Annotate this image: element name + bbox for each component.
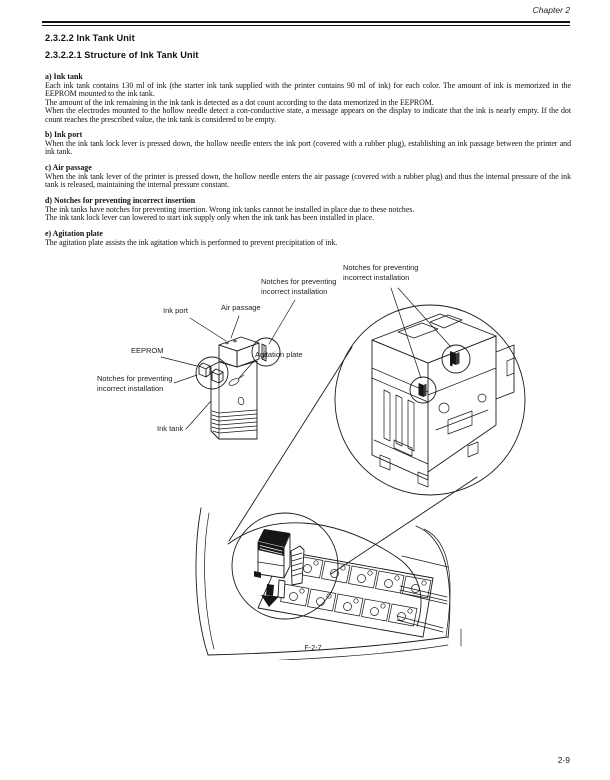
ink-tank-drawing <box>160 299 296 440</box>
figure-caption: F-2-7 <box>304 643 322 652</box>
section-e-body: The agitation plate assists the ink agit… <box>45 237 338 247</box>
insertion-detail-circle <box>231 512 339 620</box>
ink-tank-figure <box>160 287 526 660</box>
section-d-body: The ink tanks have notches for preventin… <box>45 204 415 223</box>
section-d-title: d) Notches for preventing incorrect inse… <box>45 196 196 205</box>
zoom-leader-line <box>228 346 353 542</box>
section-b-body: When the ink tank lock lever is pressed … <box>45 138 571 157</box>
page-number: 2-9 <box>557 755 570 765</box>
section-e: e) Agitation plate The agitation plate a… <box>45 229 571 247</box>
section-a-title: a) Ink tank <box>45 72 83 81</box>
section-heading: 2.3.2.2 Ink Tank Unit <box>45 33 135 43</box>
section-a-body: Each ink tank contains 130 ml of ink (th… <box>45 80 571 124</box>
subsection-heading: 2.3.2.2.1 Structure of Ink Tank Unit <box>45 50 199 60</box>
section-c-body: When the ink tank lever of the printer i… <box>45 171 571 190</box>
section-a: a) Ink tank Each ink tank contains 130 m… <box>45 72 571 124</box>
header-rule-thick <box>42 21 570 23</box>
label-ink-tank: Ink tank <box>157 424 184 433</box>
header-rule-thin <box>42 24 570 26</box>
mount-detail-circle <box>334 287 526 496</box>
section-d: d) Notches for preventing incorrect inse… <box>45 196 571 223</box>
section-e-title: e) Agitation plate <box>45 229 103 238</box>
section-b: b) Ink port When the ink tank lock lever… <box>45 130 571 157</box>
label-notches-right: Notches for preventing incorrect install… <box>343 263 419 282</box>
zoom-leader-line <box>330 476 478 575</box>
printer-drawing <box>195 507 462 660</box>
insert-arrow <box>261 584 279 607</box>
section-c: c) Air passage When the ink tank lever o… <box>45 163 571 190</box>
label-ink-port: Ink port <box>163 306 189 315</box>
label-notches-left: Notches for preventing incorrect install… <box>97 374 173 393</box>
label-notches-mid: Notches for preventing incorrect install… <box>261 277 337 296</box>
section-c-title: c) Air passage <box>45 163 92 172</box>
label-air-passage: Air passage <box>221 303 261 312</box>
label-eeprom: EEPROM <box>131 346 164 355</box>
label-agitation-plate: Agitation plate <box>255 350 303 359</box>
chapter-header: Chapter 2 <box>532 5 570 15</box>
section-b-title: b) Ink port <box>45 130 83 139</box>
